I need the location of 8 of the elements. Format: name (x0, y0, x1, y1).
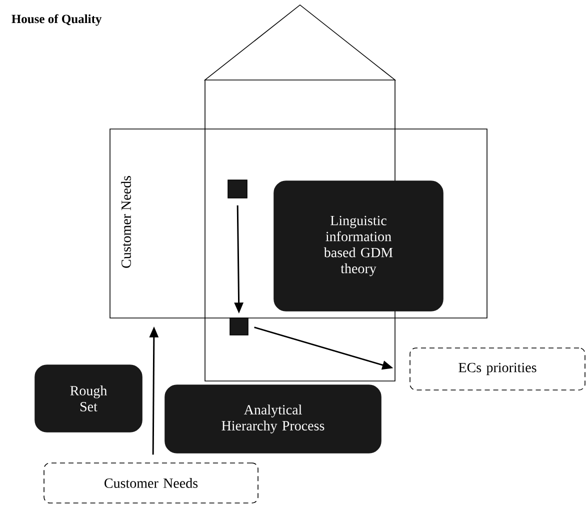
title: House of Quality (12, 14, 102, 26)
filled-square (230, 318, 248, 336)
method-box: Analytical Hierarchy Process (164, 384, 382, 454)
filled-square (228, 180, 248, 198)
output-box: ECs priorities (410, 348, 586, 390)
input-box: Customer Needs (44, 462, 258, 504)
method-box: Linguistic information based GDM theory (274, 180, 444, 312)
method-box: Rough Set (34, 364, 142, 432)
